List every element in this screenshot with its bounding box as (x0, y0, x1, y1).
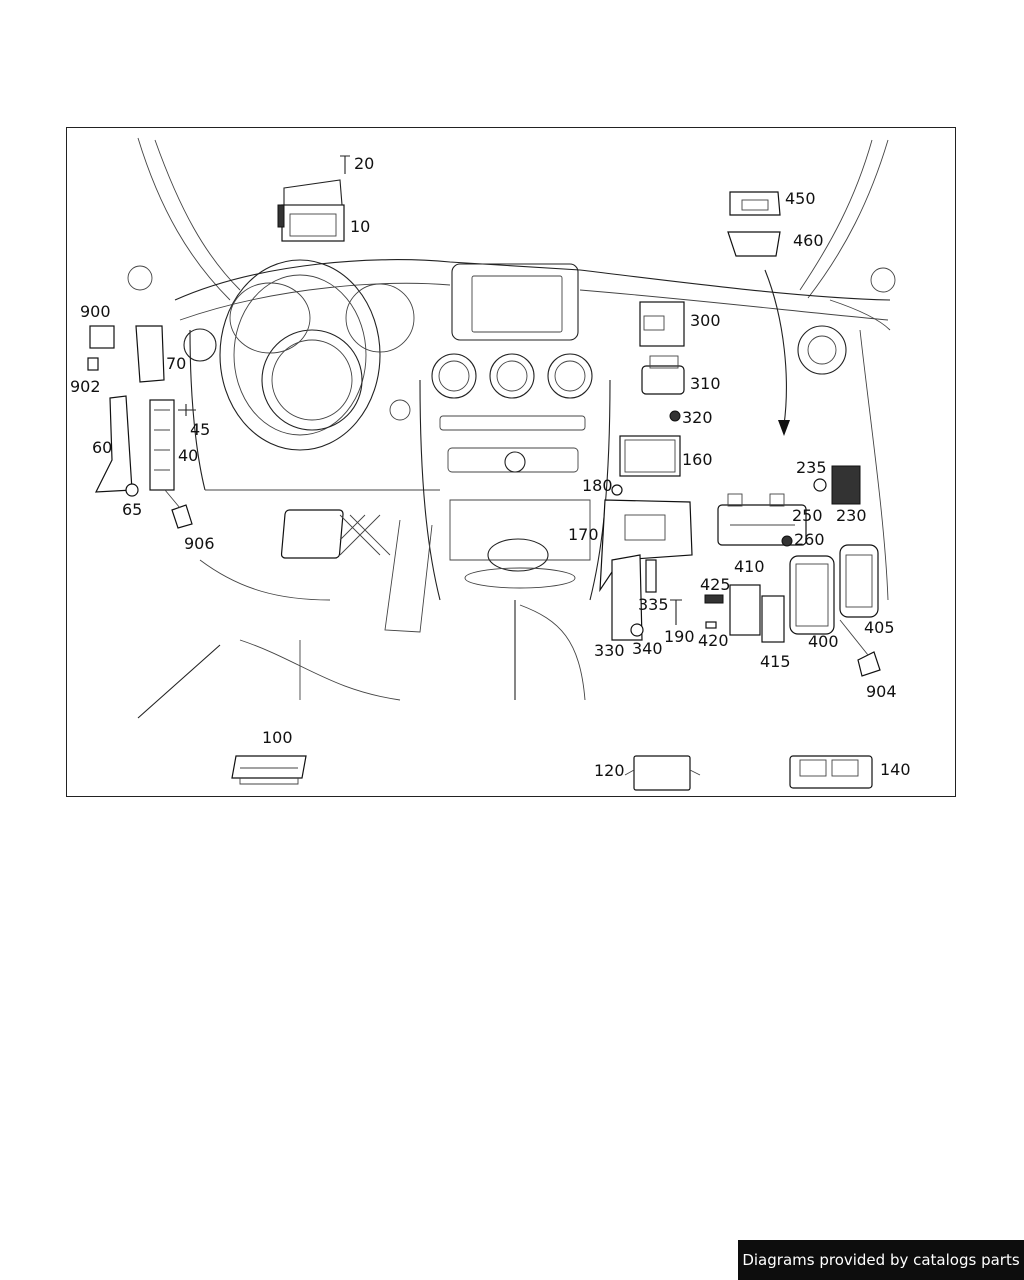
part-65 (125, 483, 139, 497)
callout-190: 190 (664, 627, 695, 646)
callout-120: 120 (594, 761, 625, 780)
callout-415: 415 (760, 652, 791, 671)
part-160 (619, 435, 681, 477)
callout-300: 300 (690, 311, 721, 330)
part-140 (789, 755, 873, 789)
part-170 (599, 499, 693, 593)
callout-235: 235 (796, 458, 827, 477)
callout-906: 906 (184, 534, 215, 553)
part-900 (89, 325, 115, 349)
part-230 (831, 465, 861, 505)
part-20-screw (340, 155, 350, 174)
part-405 (839, 544, 879, 618)
callout-460: 460 (793, 231, 824, 250)
callout-160: 160 (682, 450, 713, 469)
part-190 (670, 599, 682, 625)
part-235 (813, 478, 827, 492)
part-400 (789, 555, 835, 635)
part-425 (704, 594, 724, 604)
part-340 (630, 623, 644, 637)
part-310 (641, 355, 685, 395)
callout-70: 70 (166, 354, 186, 373)
callout-420: 420 (698, 631, 729, 650)
callout-410: 410 (734, 557, 765, 576)
callout-425: 425 (700, 575, 731, 594)
part-70 (135, 325, 165, 383)
callout-904: 904 (866, 682, 897, 701)
callout-320: 320 (682, 408, 713, 427)
part-415 (729, 584, 785, 643)
callout-335: 335 (638, 595, 669, 614)
callout-140: 140 (880, 760, 911, 779)
part-260 (781, 535, 793, 547)
callout-180: 180 (582, 476, 613, 495)
callout-330: 330 (594, 641, 625, 660)
callout-100: 100 (262, 728, 293, 747)
callout-340: 340 (632, 639, 663, 658)
part-120 (624, 755, 701, 791)
callout-400: 400 (808, 632, 839, 651)
pointer-arrow (764, 269, 787, 426)
dashboard-outline (127, 137, 896, 719)
part-60 (95, 395, 133, 493)
callout-310: 310 (690, 374, 721, 393)
part-904 (857, 651, 881, 677)
part-450 (729, 191, 781, 216)
left-vent (183, 328, 217, 362)
part-100 (231, 755, 307, 785)
part-330 (611, 554, 643, 641)
diagram-frame (66, 127, 956, 797)
callout-900: 900 (80, 302, 111, 321)
part-335 (645, 559, 657, 593)
right-vent (797, 325, 847, 375)
part-460 (727, 231, 781, 257)
callout-10: 10 (350, 217, 370, 236)
callout-250: 250 (792, 506, 823, 525)
arrow-head (778, 420, 790, 436)
part-320 (669, 410, 681, 422)
credit-banner: Diagrams provided by catalogs parts (738, 1240, 1024, 1280)
callout-60: 60 (92, 438, 112, 457)
part-902 (87, 357, 99, 371)
callout-45: 45 (190, 420, 210, 439)
part-40 (149, 399, 175, 491)
callout-65: 65 (122, 500, 142, 519)
center-display (451, 263, 579, 341)
callout-40: 40 (178, 446, 198, 465)
steering-wheel (219, 259, 415, 559)
callout-902: 902 (70, 377, 101, 396)
callout-20: 20 (354, 154, 374, 173)
callout-labels: 20 10 450 460 900 70 902 45 60 40 65 906… (70, 154, 911, 780)
part-10 (277, 179, 345, 242)
part-250 (717, 493, 807, 546)
part-420 (705, 621, 717, 629)
part-906 (171, 504, 193, 529)
part-300 (639, 301, 685, 347)
callout-230: 230 (836, 506, 867, 525)
callout-260: 260 (794, 530, 825, 549)
center-vents (431, 353, 593, 589)
callout-450: 450 (785, 189, 816, 208)
callout-170: 170 (568, 525, 599, 544)
part-45 (178, 404, 196, 416)
part-180 (611, 484, 623, 496)
callout-405: 405 (864, 618, 895, 637)
